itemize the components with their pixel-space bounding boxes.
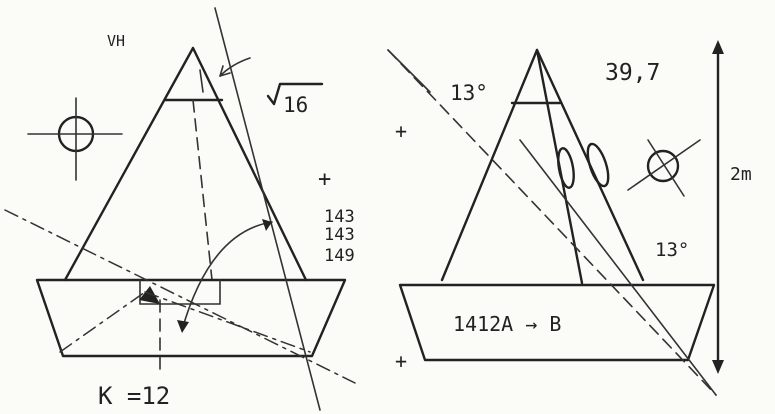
right-figure: 13° 39,7 2m 13° + + 1412A → B [387,40,752,396]
right-angle-top: 13° [450,81,488,105]
right-crossed-circle-icon [627,139,701,197]
left-curved-arrow [181,221,273,331]
left-plus: + [318,167,331,192]
right-plus-top: + [395,119,407,143]
right-oval-2 [586,142,610,188]
left-number-1: 143 [324,207,355,227]
left-top-arrowhead [219,65,231,77]
left-diagonal-3 [144,291,311,353]
left-curved-arrowhead-top [262,219,272,231]
left-filled-mark [139,286,160,304]
right-oval-1 [557,147,575,189]
left-number-3: 149 [324,246,355,266]
right-base [398,283,716,362]
right-transfer-label: 1412A → B [453,312,561,336]
right-diagonal-start [387,49,431,93]
left-base [35,278,347,358]
right-dimension-arrowhead-bottom [712,360,724,374]
right-angle-right: 13° [655,239,689,261]
right-plus-bottom: + [395,349,407,373]
right-dimension-arrowhead-top [712,40,724,54]
left-top-tick [199,69,204,93]
left-label-vh: VH [107,32,125,50]
right-dimension-label: 2m [730,164,752,185]
left-figure: VH 16 + 143 143 149 K =12 [4,7,356,411]
left-label-k: K =12 [98,382,170,410]
left-crosshair-icon [27,97,123,181]
left-diagonal-2 [59,291,146,353]
sqrt-icon [266,82,324,106]
left-centerline [192,99,213,281]
right-diagonal-2 [519,139,717,396]
left-number-2: 143 [324,225,355,245]
left-diagonal-1 [4,209,356,384]
left-triangle [63,46,308,282]
left-curved-arrowhead-bottom [177,320,189,333]
left-label-sqrt: 16 [283,93,308,117]
right-value: 39,7 [605,60,660,86]
left-slant-line [214,7,321,411]
right-dashed-diagonal [387,49,717,396]
left-top-arrow [219,57,251,77]
